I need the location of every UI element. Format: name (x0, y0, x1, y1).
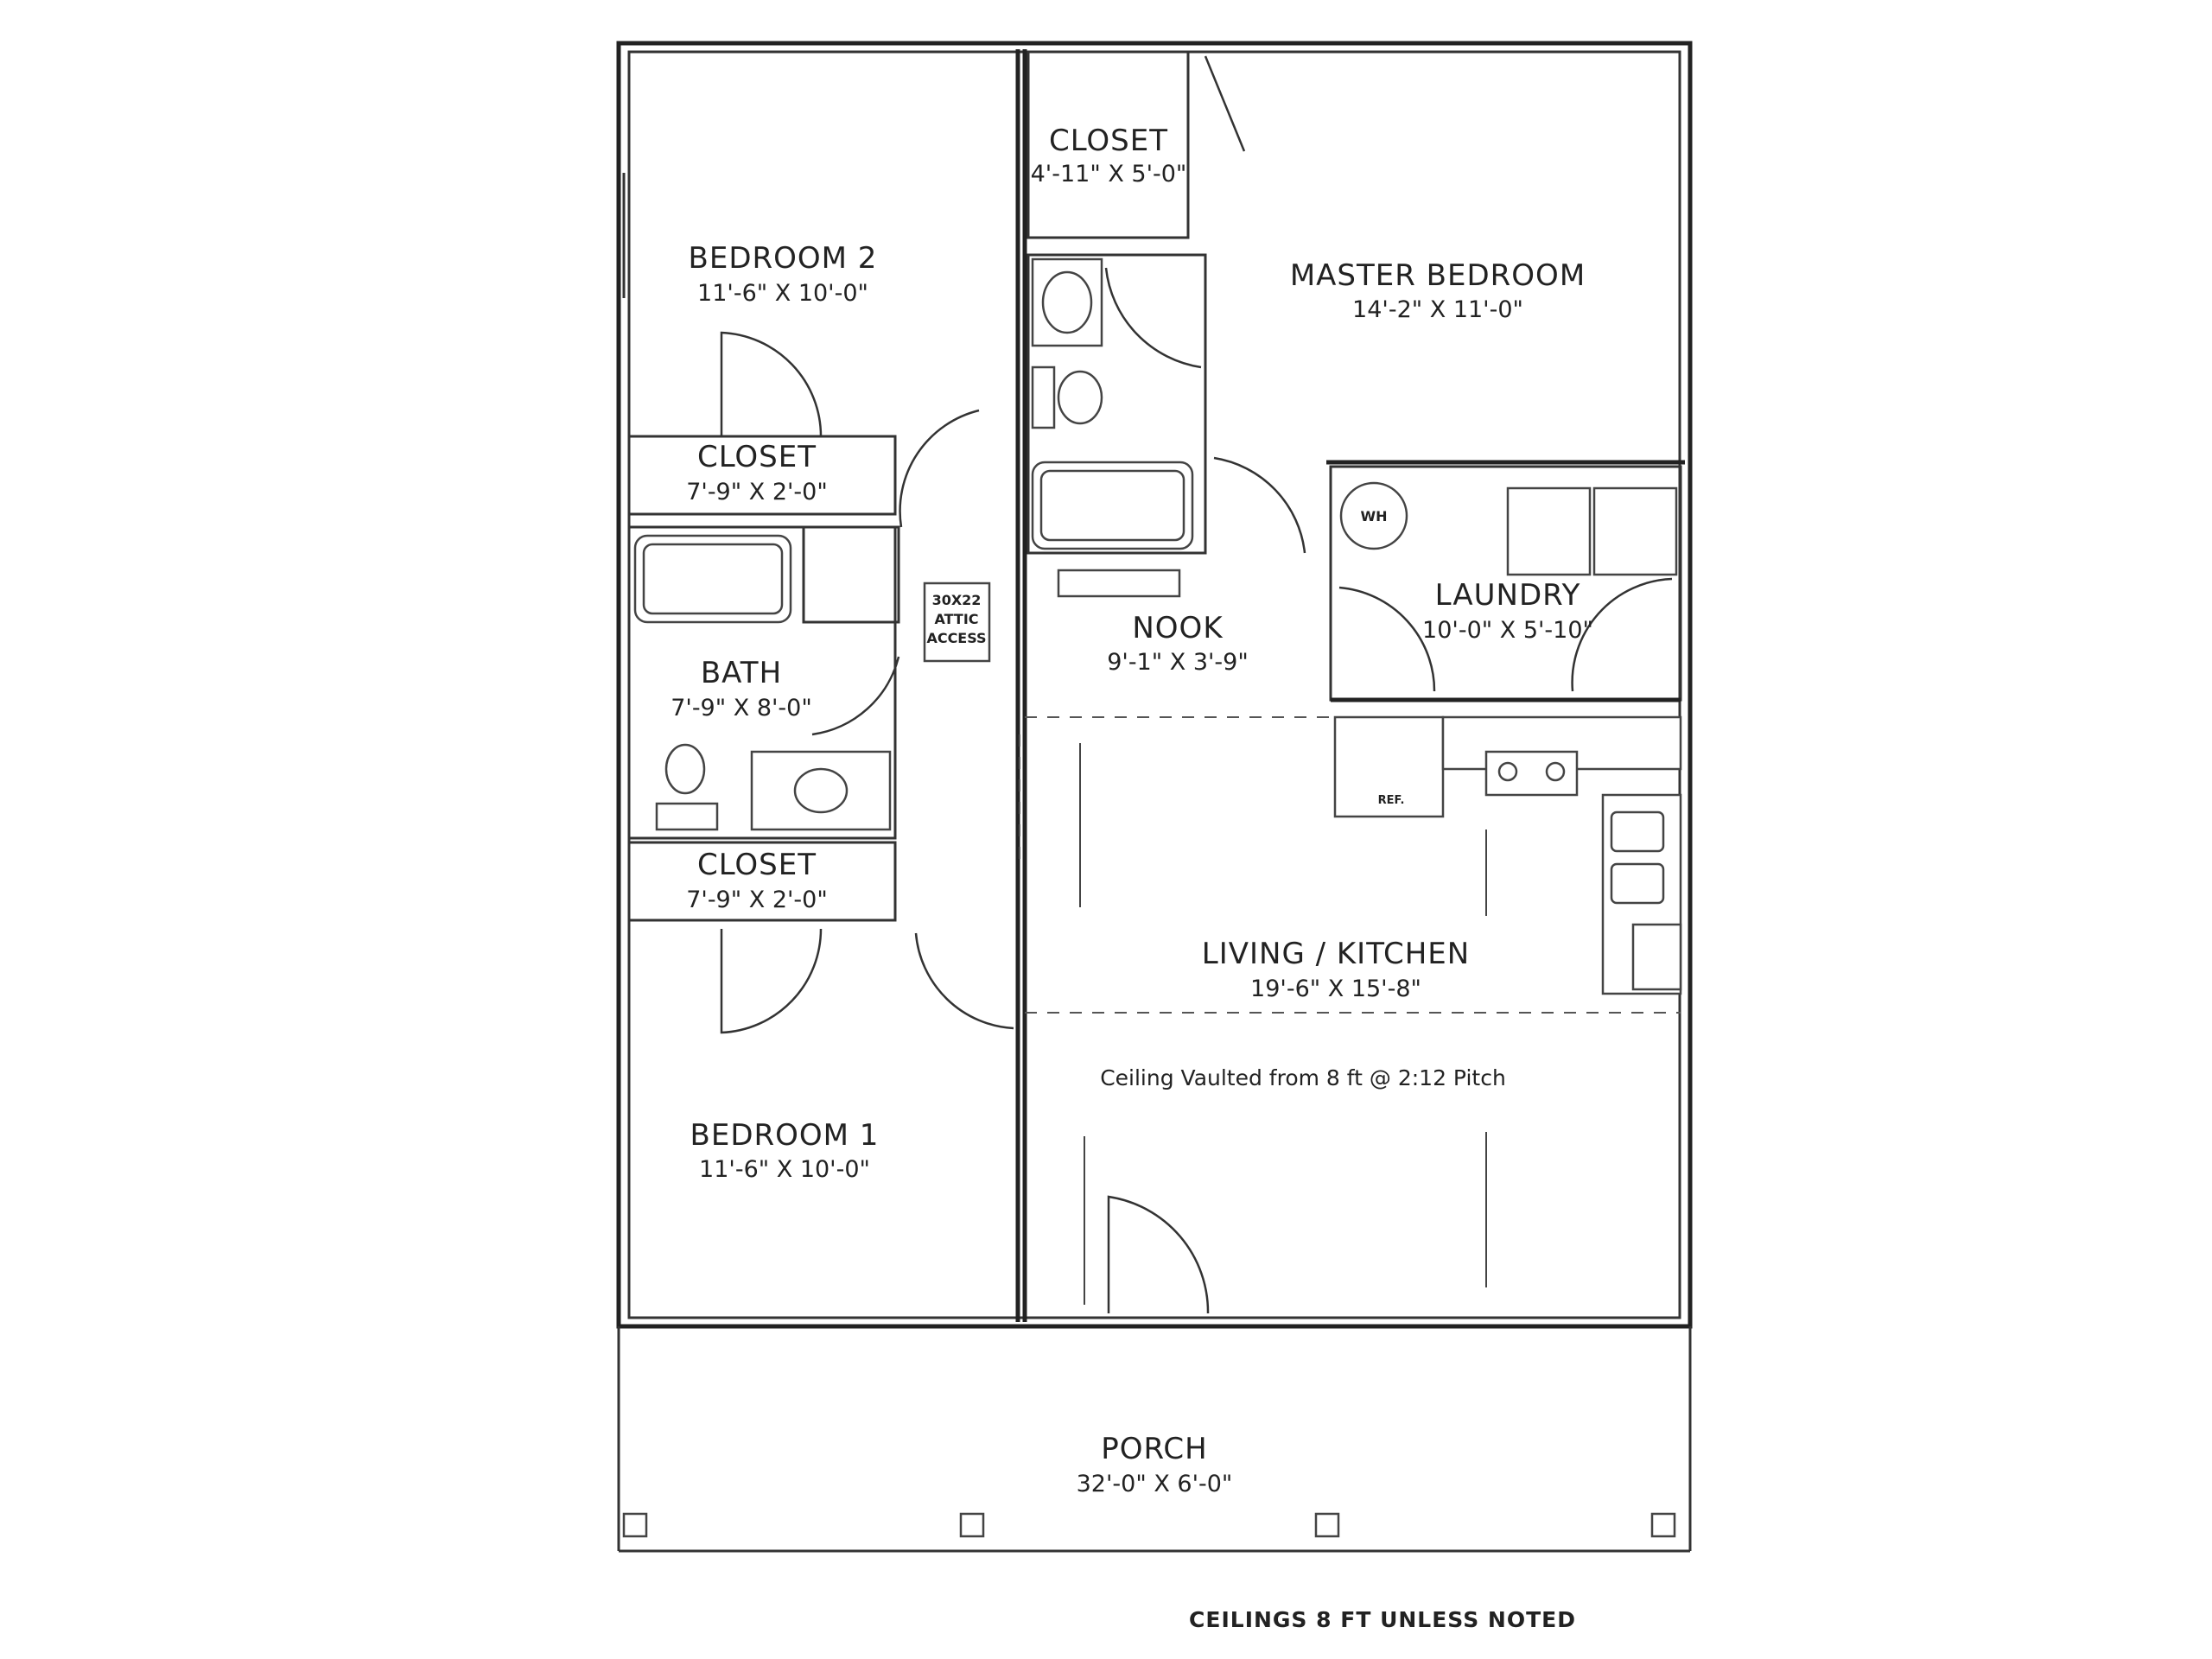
nook-name: NOOK (1132, 611, 1224, 645)
closet-b2-name: CLOSET (697, 440, 817, 474)
closet-b2-dim: 7'-9" X 2'-0" (686, 479, 828, 505)
footer-note: CEILINGS 8 FT UNLESS NOTED (1189, 1607, 1576, 1632)
bath-dim: 7'-9" X 8'-0" (671, 695, 812, 721)
laundry-name: LAUNDRY (1435, 578, 1581, 613)
laundry-dim: 10'-0" X 5'-10" (1422, 617, 1593, 644)
closet-b1-dim: 7'-9" X 2'-0" (686, 887, 828, 913)
porch-outline (617, 1326, 1692, 1553)
vault-note: Ceiling Vaulted from 8 ft @ 2:12 Pitch (1100, 1065, 1506, 1090)
vault-lines (1019, 716, 1681, 1305)
bedroom2-name: BEDROOM 2 (689, 241, 878, 276)
closet-master-name: CLOSET (1049, 124, 1168, 158)
nook-dim: 9'-1" X 3'-9" (1107, 649, 1249, 676)
bath-name: BATH (701, 656, 782, 690)
closet-b1-name: CLOSET (697, 848, 817, 882)
bedroom2-dim: 11'-6" X 10'-0" (697, 280, 868, 307)
attic-line3: ACCESS (926, 630, 986, 646)
closet-master-dim: 4'-11" X 5'-0" (1031, 161, 1187, 188)
master-dim: 14'-2" X 11'-0" (1352, 296, 1523, 323)
interior-walls (622, 49, 1685, 1322)
water-heater-label: WH (1360, 508, 1387, 524)
doors (720, 55, 1673, 1314)
porch-name: PORCH (1101, 1432, 1208, 1466)
room-labels: BEDROOM 2 11'-6" X 10'-0" CLOSET 4'-11" … (671, 124, 1593, 1632)
bedroom1-name: BEDROOM 1 (690, 1118, 880, 1153)
ref-label: REF. (1378, 794, 1405, 807)
master-name: MASTER BEDROOM (1290, 258, 1586, 293)
attic-line1: 30X22 (932, 592, 982, 608)
attic-line2: ATTIC (934, 611, 978, 627)
fixtures (622, 257, 1682, 1538)
porch-dim: 32'-0" X 6'-0" (1077, 1471, 1233, 1497)
living-dim: 19'-6" X 15'-8" (1250, 976, 1421, 1002)
bedroom1-dim: 11'-6" X 10'-0" (699, 1156, 870, 1183)
living-name: LIVING / KITCHEN (1202, 937, 1470, 971)
